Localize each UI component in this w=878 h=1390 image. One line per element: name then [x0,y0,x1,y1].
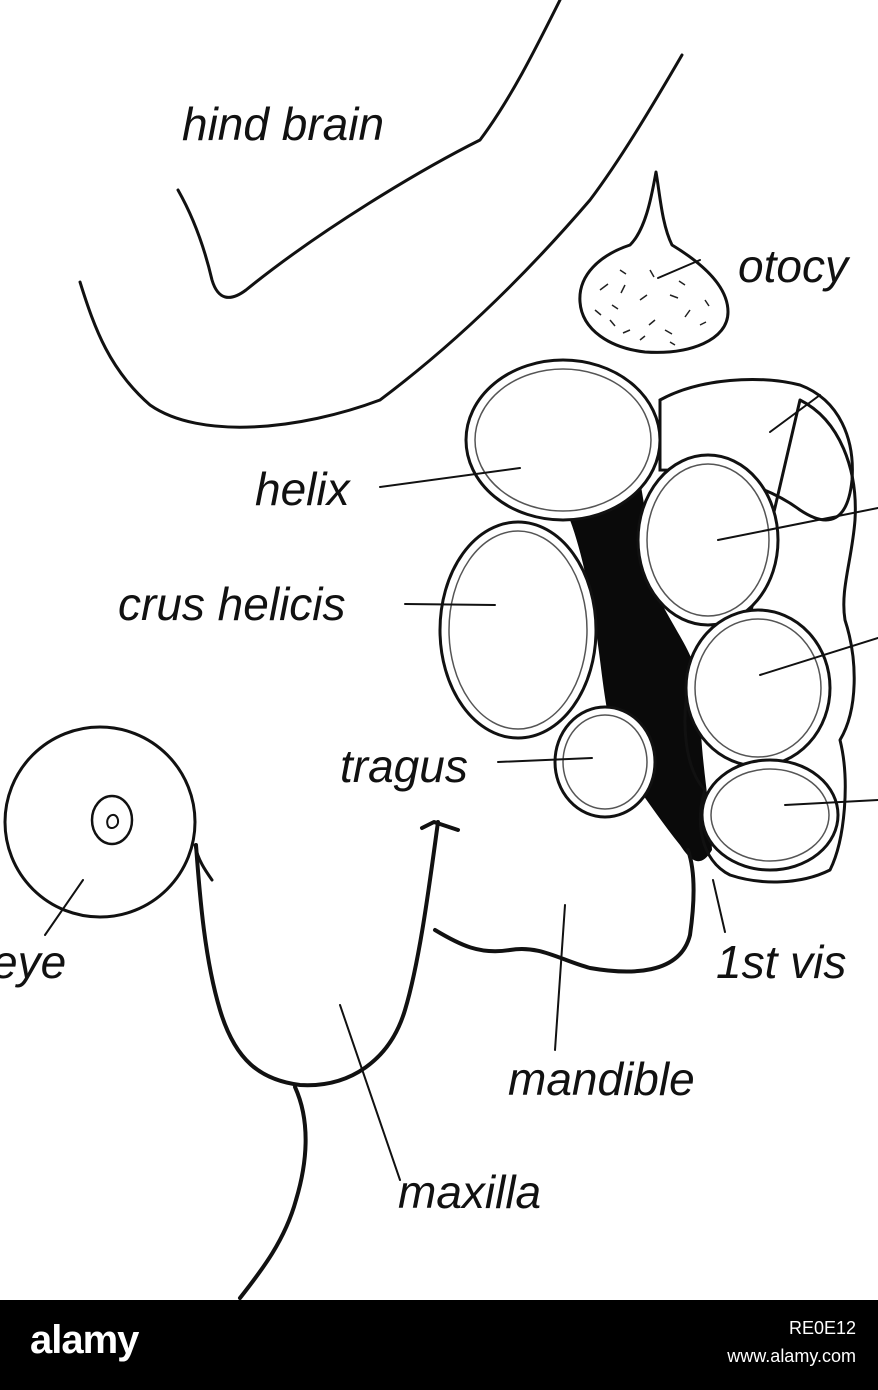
diagram-svg: hind brain otocy helix crus helicis trag… [0,0,878,1300]
label-tragus: tragus [340,740,468,792]
lower-right-hillock [684,608,832,768]
site-url-text: www.alamy.com [727,1346,856,1366]
label-hind-brain: hind brain [182,98,384,150]
middle-right-hillock [636,453,780,627]
eye-connector [193,843,214,882]
cleft-dark-region [570,480,712,862]
label-crus-helicis: crus helicis [118,578,346,630]
maxilla-lower-line [238,1085,308,1300]
otocyst-shape [578,170,730,354]
crus-helicis-hillock [438,520,598,740]
image-id-text: RE0E12 [788,1318,856,1338]
mandible-outline [433,848,696,974]
otocyst-texture [594,269,710,346]
bottom-right-hillock [700,758,840,872]
maxilla-tick [420,820,460,832]
hind-brain-outline-inner [176,0,562,299]
watermark-banner: alamy RE0E12 www.alamy.com [0,1300,878,1390]
label-eye: eye [0,936,66,988]
maxilla-outline [194,820,440,1088]
right-column-contour [683,398,857,884]
helix-hillock [464,358,662,522]
label-maxilla: maxilla [398,1166,541,1218]
label-first-visceral: 1st vis [716,936,846,988]
label-helix: helix [255,463,352,515]
embryo-ear-diagram: hind brain otocy helix crus helicis trag… [0,0,878,1300]
label-otocyst: otocy [738,240,851,292]
eye-structure [3,725,197,919]
hind-brain-outline-outer [78,53,684,429]
leader-lines [44,259,878,1181]
brand-logo: alamy [30,1318,139,1362]
label-mandible: mandible [508,1053,695,1105]
tragus-hillock [553,705,657,819]
